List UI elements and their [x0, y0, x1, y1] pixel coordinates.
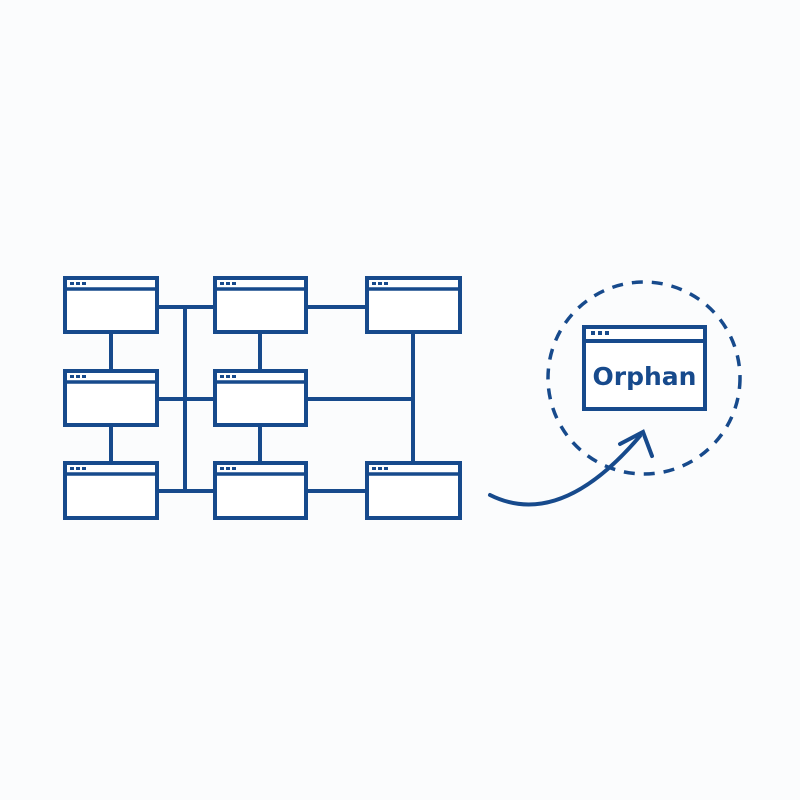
window-dot-icon	[378, 467, 382, 470]
window-dot-icon	[70, 375, 74, 378]
window-dot-icon	[76, 467, 80, 470]
arrow-to-orphan	[488, 429, 654, 507]
orphan-dashed-circle	[546, 280, 742, 476]
window-dot-icon	[232, 282, 236, 285]
window-dot-icon	[82, 282, 86, 285]
node-window-frame	[213, 461, 308, 520]
orphan-window[interactable]	[582, 325, 707, 411]
node-window-frame	[213, 369, 308, 427]
window-dot-icon	[220, 375, 224, 378]
node-window-r1c2[interactable]	[213, 276, 308, 334]
node-window-frame	[63, 276, 159, 334]
window-dot-icon	[232, 467, 236, 470]
node-window-frame	[365, 276, 462, 334]
node-window-frame	[63, 461, 159, 520]
window-dot-icon	[232, 375, 236, 378]
network-connectors	[109, 305, 415, 493]
window-dot-icon	[226, 282, 230, 285]
network-nodes	[63, 276, 462, 520]
arrow-head-icon	[618, 429, 654, 458]
window-dot-icon	[70, 282, 74, 285]
node-window-r3c2[interactable]	[213, 461, 308, 520]
window-dot-icon	[226, 375, 230, 378]
window-dot-icon	[76, 375, 80, 378]
node-window-r2c1[interactable]	[63, 369, 159, 427]
window-dot-icon	[378, 282, 382, 285]
window-dot-icon	[598, 331, 602, 335]
node-window-r1c3[interactable]	[365, 276, 462, 334]
window-dot-icon	[70, 467, 74, 470]
node-window-frame	[365, 461, 462, 520]
window-dot-icon	[76, 282, 80, 285]
node-window-frame	[63, 369, 159, 427]
window-dot-icon	[226, 467, 230, 470]
window-dot-icon	[605, 331, 609, 335]
window-dot-icon	[591, 331, 595, 335]
node-window-r3c3[interactable]	[365, 461, 462, 520]
window-dot-icon	[82, 467, 86, 470]
arrow-curve	[488, 434, 642, 507]
window-dot-icon	[384, 282, 388, 285]
node-window-r1c1[interactable]	[63, 276, 159, 334]
node-window-frame	[213, 276, 308, 334]
node-window-r2c2[interactable]	[213, 369, 308, 427]
window-dot-icon	[372, 282, 376, 285]
window-dot-icon	[82, 375, 86, 378]
window-dot-icon	[220, 282, 224, 285]
window-dot-icon	[220, 467, 224, 470]
window-dot-icon	[372, 467, 376, 470]
orphan-label: Orphan	[593, 362, 697, 391]
node-window-r3c1[interactable]	[63, 461, 159, 520]
window-dot-icon	[384, 467, 388, 470]
